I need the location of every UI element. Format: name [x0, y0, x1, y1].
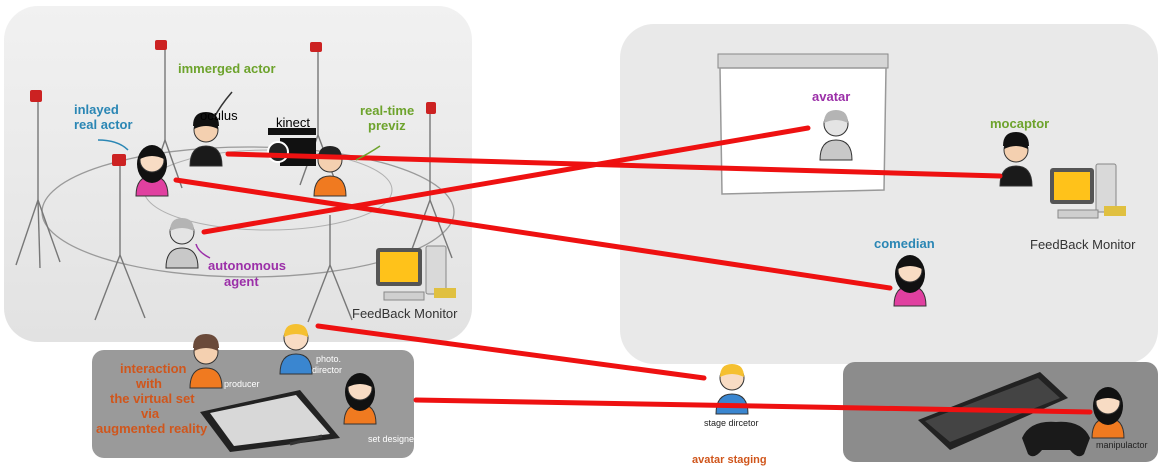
- label-interaction-5: augmented reality: [96, 421, 208, 436]
- arrow-immerged: [213, 91, 233, 119]
- label-immerged-actor: immerged actor: [178, 61, 276, 76]
- arrow-inlayed: [97, 139, 129, 151]
- camera-flags: [30, 40, 436, 166]
- feedback-monitor-left-icon: [376, 245, 456, 301]
- label-producer: producer: [224, 379, 260, 389]
- immerged-actor-figure: [189, 112, 223, 167]
- stage-inner-ring: [143, 149, 393, 231]
- avatar-figure: [819, 110, 853, 161]
- label-inlayed-1: inlayed: [74, 102, 119, 117]
- gamepad-icon: [1022, 421, 1090, 457]
- ar-tablet-icon: [200, 390, 340, 452]
- link-immerged-to-mocaptor: [225, 151, 1003, 179]
- arrow-autonomous: [195, 243, 211, 259]
- link-inlayed-to-comedian: [173, 177, 893, 291]
- label-manipulactor: manipulactor: [1096, 440, 1148, 450]
- link-autonomous-to-avatar: [201, 125, 811, 235]
- link-set-to-manipulactor: [413, 397, 1093, 415]
- photo-director-figure: [279, 324, 313, 375]
- label-interaction-2: with: [136, 376, 162, 391]
- label-interaction-1: interaction: [120, 361, 187, 376]
- mocaptor-figure: [999, 132, 1033, 187]
- label-autonomous-2: agent: [224, 274, 259, 289]
- label-mocaptor: mocaptor: [990, 116, 1050, 131]
- connection-links: [173, 125, 1093, 415]
- label-kinect: kinect: [276, 115, 310, 130]
- autonomous-agent-figure: [165, 218, 199, 269]
- label-inlayed-2: real actor: [74, 117, 133, 132]
- label-autonomous-1: autonomous: [208, 258, 286, 273]
- label-set-designer: set designer: [368, 434, 418, 444]
- label-stage-director: stage dircetor: [704, 418, 759, 428]
- tripod-4: [407, 110, 453, 261]
- label-previz-1: real-time: [360, 103, 415, 118]
- kinect-camera-icon: [267, 128, 316, 166]
- comedian-figure: [893, 255, 927, 307]
- label-oculus: oculus: [200, 108, 238, 123]
- inlayed-actor-figure: [135, 145, 169, 197]
- label-avatar-staging: avatar staging: [692, 454, 767, 466]
- manipulactor-figure: [1091, 387, 1125, 439]
- label-interaction-3: the virtual set: [110, 391, 195, 406]
- label-previz-2: previz: [368, 118, 406, 133]
- label-feedback-monitor-right: FeedBack Monitor: [1030, 237, 1136, 252]
- label-comedian: comedian: [874, 236, 935, 251]
- tripod-5: [94, 165, 146, 321]
- feedback-monitor-right-icon: [1050, 163, 1126, 219]
- arrow-previz: [355, 145, 381, 161]
- label-feedback-monitor-left: FeedBack Monitor: [352, 306, 458, 321]
- link-photo-to-stage-director: [315, 323, 707, 381]
- set-designer-figure: [343, 373, 377, 425]
- previz-operator-figure: [313, 146, 347, 197]
- stage-director-figure: [715, 364, 749, 415]
- tripod-6: [307, 215, 353, 323]
- producer-figure: [189, 334, 223, 389]
- tripod-1: [15, 100, 61, 269]
- label-photo-2: director: [312, 365, 343, 375]
- label-interaction-4: via: [141, 406, 160, 421]
- label-photo-1: photo.: [316, 354, 342, 364]
- label-avatar: avatar: [812, 89, 851, 104]
